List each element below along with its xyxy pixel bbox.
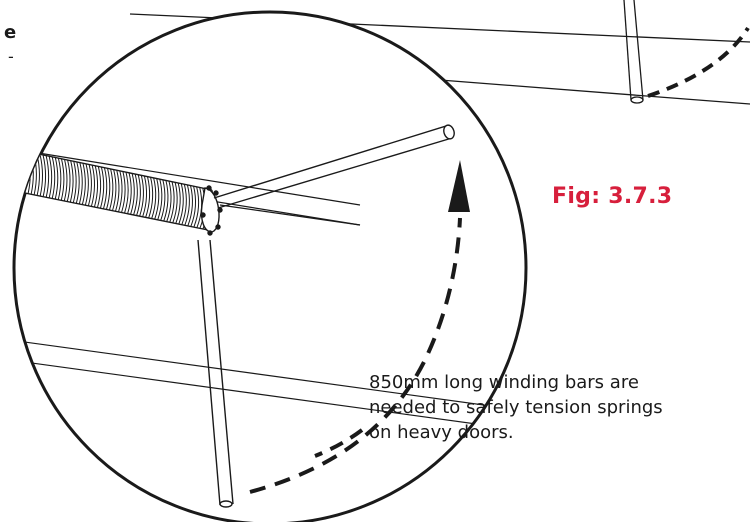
spring-coil — [109, 168, 114, 211]
spring-coil — [124, 172, 129, 214]
spring-coil — [51, 156, 56, 199]
inner-rail-4 — [14, 339, 521, 411]
spring-coil — [87, 164, 92, 206]
spring-coil — [187, 185, 193, 226]
winding-cone — [200, 185, 223, 236]
spring-coil — [121, 171, 126, 213]
svg-text:e: e — [4, 22, 16, 43]
winding-bar-upper — [213, 124, 455, 209]
spring-coil — [6, 147, 9, 189]
spring-coil — [66, 159, 71, 202]
spring-coil — [145, 176, 151, 218]
spring-coil — [90, 165, 95, 207]
spring-coil — [166, 180, 172, 222]
spring-coil — [99, 166, 105, 209]
inner-rail-3 — [219, 204, 361, 226]
spring-coil — [54, 157, 59, 200]
spring-coil — [175, 182, 181, 224]
spring-coil — [106, 168, 111, 210]
magnifier-circle — [12, 10, 528, 522]
spring-coil — [93, 165, 99, 208]
inner-rail-1 — [19, 149, 361, 206]
spring-coil — [14, 149, 19, 192]
spring-coil — [139, 175, 144, 217]
winding-bar-background-left — [623, 0, 632, 101]
winding-bar-lower — [197, 239, 234, 508]
spring-coil — [130, 173, 135, 215]
spring-coil — [103, 167, 108, 209]
spring-coil — [160, 179, 166, 221]
spring-coil — [9, 148, 12, 190]
inner-rail-5 — [14, 359, 521, 431]
spring-coil — [57, 157, 62, 200]
motion-path-top — [647, 26, 750, 98]
figure-label: Fig: 3.7.3 — [552, 184, 673, 209]
spring-coil — [115, 170, 120, 212]
spring-coil — [84, 163, 89, 206]
winding-bar-background-right — [633, 0, 644, 101]
spring-coil — [78, 162, 83, 204]
motion-arrowhead — [448, 160, 470, 212]
rail-lower — [439, 79, 750, 105]
spring-coil — [142, 175, 148, 217]
spring-coil — [178, 183, 184, 225]
spring-coil — [72, 161, 77, 203]
spring-coil — [190, 186, 197, 227]
spring-coil — [157, 179, 163, 220]
spring-coil — [17, 149, 22, 192]
spring-coil — [14, 148, 16, 191]
spring-coil — [151, 177, 157, 219]
spring-coil — [3, 147, 6, 189]
spring-coil — [154, 178, 160, 220]
spring-coil — [42, 154, 47, 197]
spring-coil — [45, 155, 50, 198]
spring-coil — [69, 160, 74, 203]
caption: 850mm long winding bars are needed to sa… — [369, 370, 744, 445]
spring-coil — [169, 181, 175, 223]
motion-path-caption — [314, 428, 364, 458]
spring-coil — [184, 184, 190, 226]
spring-coil — [133, 173, 138, 215]
caption-line-1: 850mm long winding bars are — [369, 372, 639, 393]
spring-coil — [48, 156, 53, 198]
caption-line-2: needed to safely tension springs — [369, 397, 663, 418]
spring-coil — [163, 180, 169, 222]
spring-coil — [136, 174, 141, 216]
spring-coil — [181, 184, 187, 225]
spring-coil — [75, 161, 80, 204]
svg-text:-: - — [8, 47, 14, 66]
spring-coil — [148, 177, 154, 218]
winding-bar-background-tip — [630, 96, 644, 104]
spring-coil — [39, 154, 44, 197]
spring-coil — [81, 163, 86, 205]
spring-coil — [193, 186, 200, 228]
spring-coil — [96, 166, 102, 208]
spring-coil — [63, 159, 68, 201]
spring-coil — [21, 150, 25, 193]
spring-coil — [127, 172, 132, 214]
spring-coil — [0, 146, 3, 188]
spring-coil — [60, 158, 65, 201]
motion-path — [249, 217, 462, 494]
spring-coil — [172, 182, 178, 223]
spring-coil — [118, 170, 123, 212]
torsion-spring — [0, 145, 215, 231]
spring-coil — [112, 169, 117, 211]
caption-line-3: on heavy doors. — [369, 422, 514, 443]
